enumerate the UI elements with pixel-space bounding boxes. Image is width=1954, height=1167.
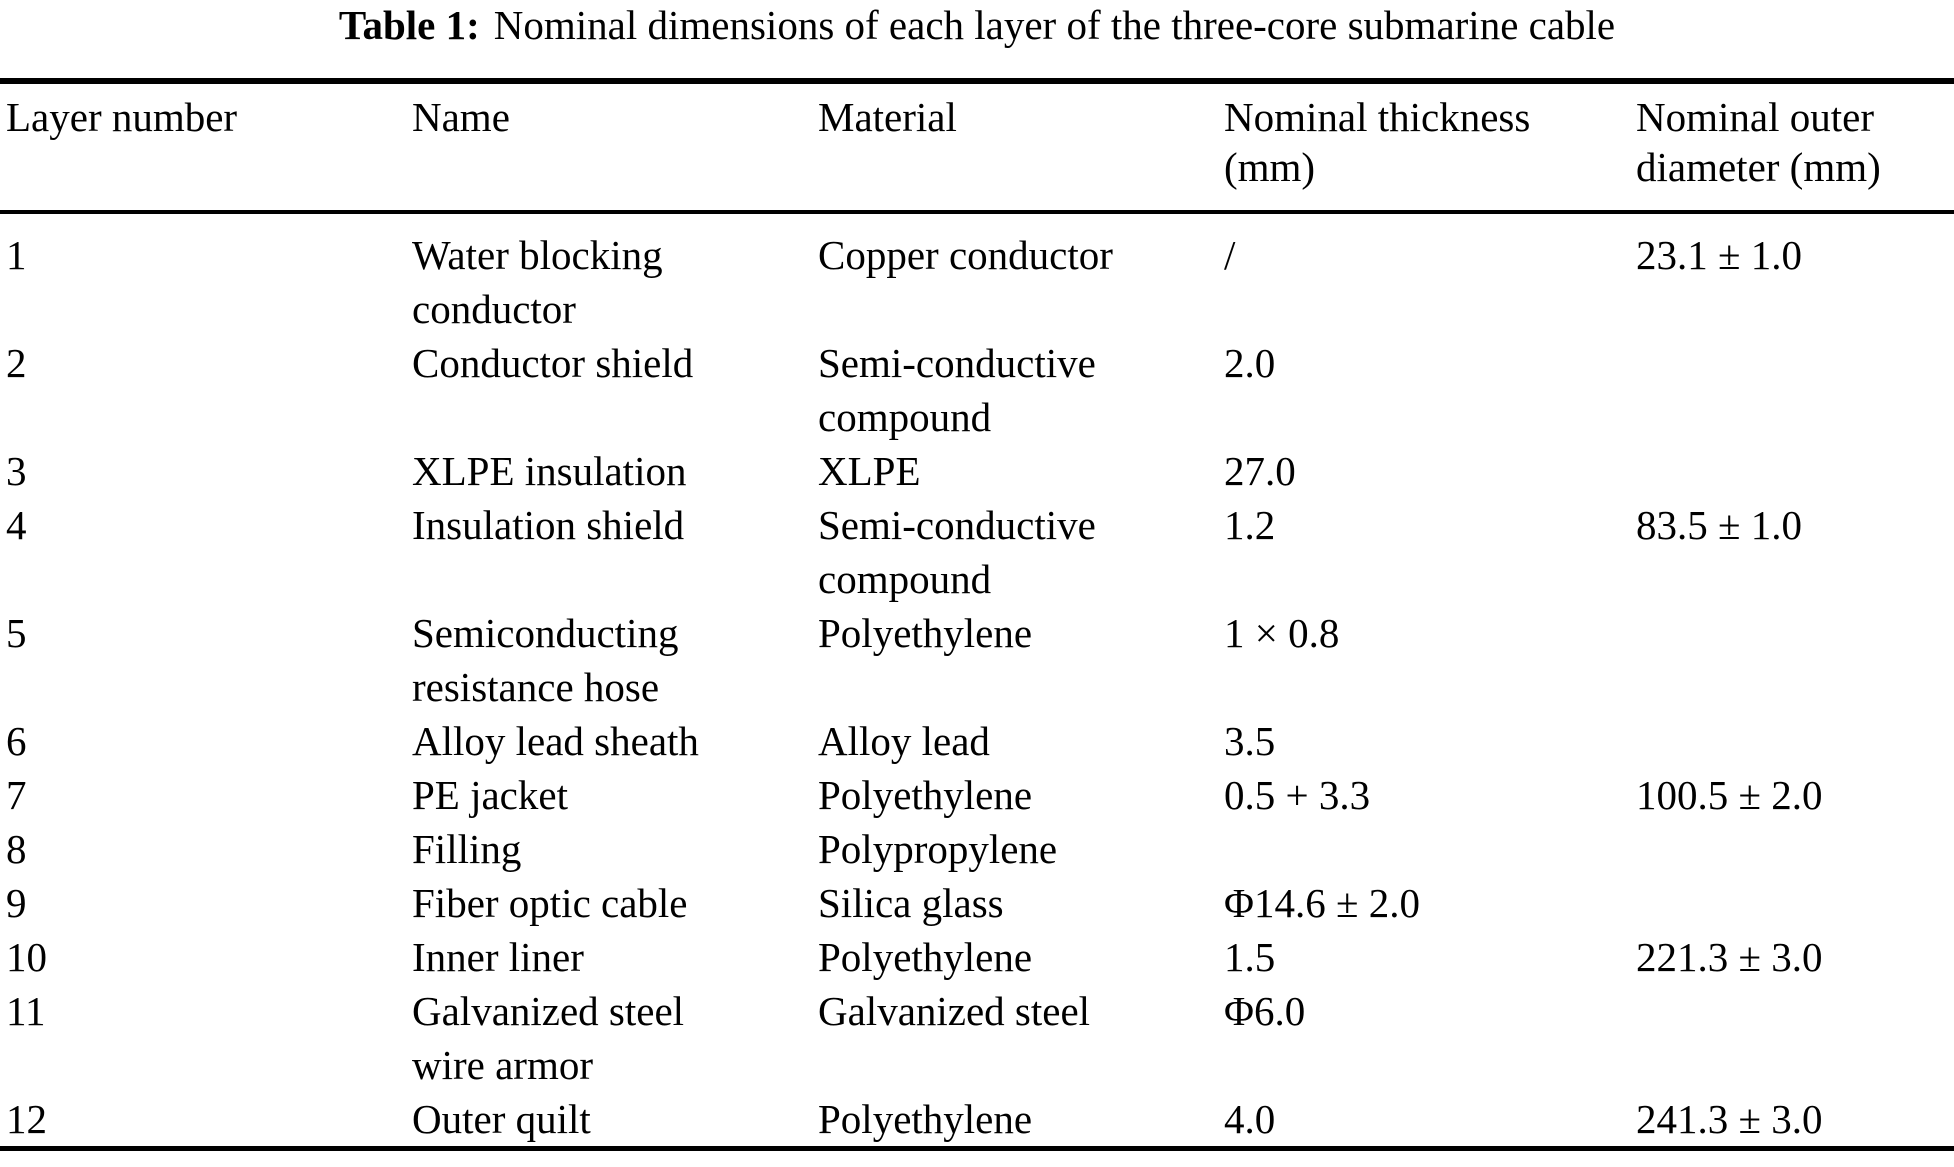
thickness-cell: 0.5 + 3.3: [1224, 772, 1371, 818]
layer-number-cell: 11: [6, 988, 46, 1034]
material-cell: Polyethylene: [818, 772, 1033, 818]
layer-number-cell: 12: [6, 1096, 47, 1142]
header-row: Layer number Name Material Nominal thick…: [0, 81, 1954, 212]
thickness-cell: Φ14.6 ± 2.0: [1224, 880, 1420, 926]
layer-number-cell: 3: [6, 448, 27, 494]
material-cell: Copper conductor: [818, 232, 1113, 278]
table-caption-text: Nominal dimensions of each layer of the …: [493, 2, 1616, 48]
material-cell: Silica glass: [818, 880, 1004, 926]
table-caption-label: Table 1:: [338, 2, 480, 48]
name-cell: Filling: [412, 826, 522, 872]
table-row: 3 XLPE insulation XLPE 27.0: [0, 444, 1954, 498]
header-layer-number: Layer number: [6, 94, 238, 140]
thickness-cell: 1 × 0.8: [1224, 610, 1340, 656]
diameter-cell: 221.3 ± 3.0: [1636, 934, 1823, 980]
diameter-cell: 23.1 ± 1.0: [1636, 232, 1803, 278]
material-cell: XLPE: [818, 448, 921, 494]
layer-number-cell: 1: [6, 232, 27, 278]
name-cell: PE jacket: [412, 772, 568, 818]
layer-number-cell: 6: [6, 718, 27, 764]
diameter-cell: 100.5 ± 2.0: [1636, 772, 1823, 818]
material-cell: Semi-conductive compound: [818, 340, 1096, 440]
name-cell: Insulation shield: [412, 502, 685, 548]
name-cell: Fiber optic cable: [412, 880, 688, 926]
diameter-cell: [1630, 822, 1954, 876]
thickness-cell: Φ6.0: [1224, 988, 1306, 1034]
material-cell: Polyethylene: [818, 610, 1033, 656]
thickness-cell: /: [1224, 232, 1236, 278]
thickness-cell: 1.2: [1224, 502, 1276, 548]
header-material: Material: [818, 94, 957, 140]
table-row: 8 Filling Polypropylene: [0, 822, 1954, 876]
table-row: 10 Inner liner Polyethylene 1.5 221.3 ± 3.0: [0, 930, 1954, 984]
name-cell: Inner liner: [412, 934, 584, 980]
table-row: 6 Alloy lead sheath Alloy lead 3.5: [0, 714, 1954, 768]
name-cell: XLPE insulation: [412, 448, 687, 494]
thickness-cell: [1218, 822, 1630, 876]
header-nominal-thickness: Nominal thickness (mm): [1224, 94, 1531, 190]
header-name: Name: [412, 94, 510, 140]
diameter-cell: [1630, 444, 1954, 498]
material-cell: Alloy lead: [818, 718, 990, 764]
material-cell: Polyethylene: [818, 1096, 1033, 1142]
layer-number-cell: 8: [6, 826, 27, 872]
table-row: 1 Water blocking conductor Copper conducto…: [0, 212, 1954, 336]
layer-number-cell: 2: [6, 340, 27, 386]
table-row: 11 Galvanized steel wire armor Galvanized …: [0, 984, 1954, 1092]
diameter-cell: [1630, 336, 1954, 444]
thickness-cell: 2.0: [1224, 340, 1276, 386]
material-cell: Polyethylene: [818, 934, 1033, 980]
layer-number-cell: 10: [6, 934, 47, 980]
diameter-cell: [1630, 984, 1954, 1092]
layer-number-cell: 9: [6, 880, 27, 926]
diameter-cell: [1630, 714, 1954, 768]
name-cell: Galvanized steel wire armor: [412, 988, 685, 1088]
thickness-cell: 3.5: [1224, 718, 1276, 764]
diameter-cell: [1630, 606, 1954, 714]
table-row: 4 Insulation shield Semi-conductive compou…: [0, 498, 1954, 606]
name-cell: Outer quilt: [412, 1096, 591, 1142]
table-row: 7 PE jacket Polyethylene 0.5 + 3.3 100.5 ± 2…: [0, 768, 1954, 822]
header-nominal-outer-diameter: Nominal outer diameter (mm): [1636, 94, 1881, 190]
diameter-cell: [1630, 876, 1954, 930]
name-cell: Conductor shield: [412, 340, 694, 386]
name-cell: Water blocking conductor: [412, 232, 663, 332]
material-cell: Galvanized steel: [818, 988, 1091, 1034]
diameter-cell: 241.3 ± 3.0: [1636, 1096, 1823, 1142]
name-cell: Alloy lead sheath: [412, 718, 699, 764]
table-row: 9 Fiber optic cable Silica glass Φ14.6 ± 2.…: [0, 876, 1954, 930]
material-cell: Polypropylene: [818, 826, 1058, 872]
table-row: 5 Semiconducting resistance hose Polyethyl…: [0, 606, 1954, 714]
thickness-cell: 4.0: [1224, 1096, 1276, 1142]
layer-number-cell: 5: [6, 610, 27, 656]
table-caption: Table 1: Nominal dimensions of each layer…: [0, 0, 1954, 50]
thickness-cell: 27.0: [1224, 448, 1296, 494]
table-row: 12 Outer quilt Polyethylene 4.0 241.3 ± 3.0: [0, 1092, 1954, 1149]
name-cell: Semiconducting resistance hose: [412, 610, 679, 710]
layer-number-cell: 7: [6, 772, 27, 818]
layer-number-cell: 4: [6, 502, 27, 548]
thickness-cell: 1.5: [1224, 934, 1276, 980]
cable-dimensions-table: Layer number Name Material Nominal thick…: [0, 78, 1954, 1151]
material-cell: Semi-conductive compound: [818, 502, 1096, 602]
table-row: 2 Conductor shield Semi-conductive compoun…: [0, 336, 1954, 444]
diameter-cell: 83.5 ± 1.0: [1636, 502, 1803, 548]
